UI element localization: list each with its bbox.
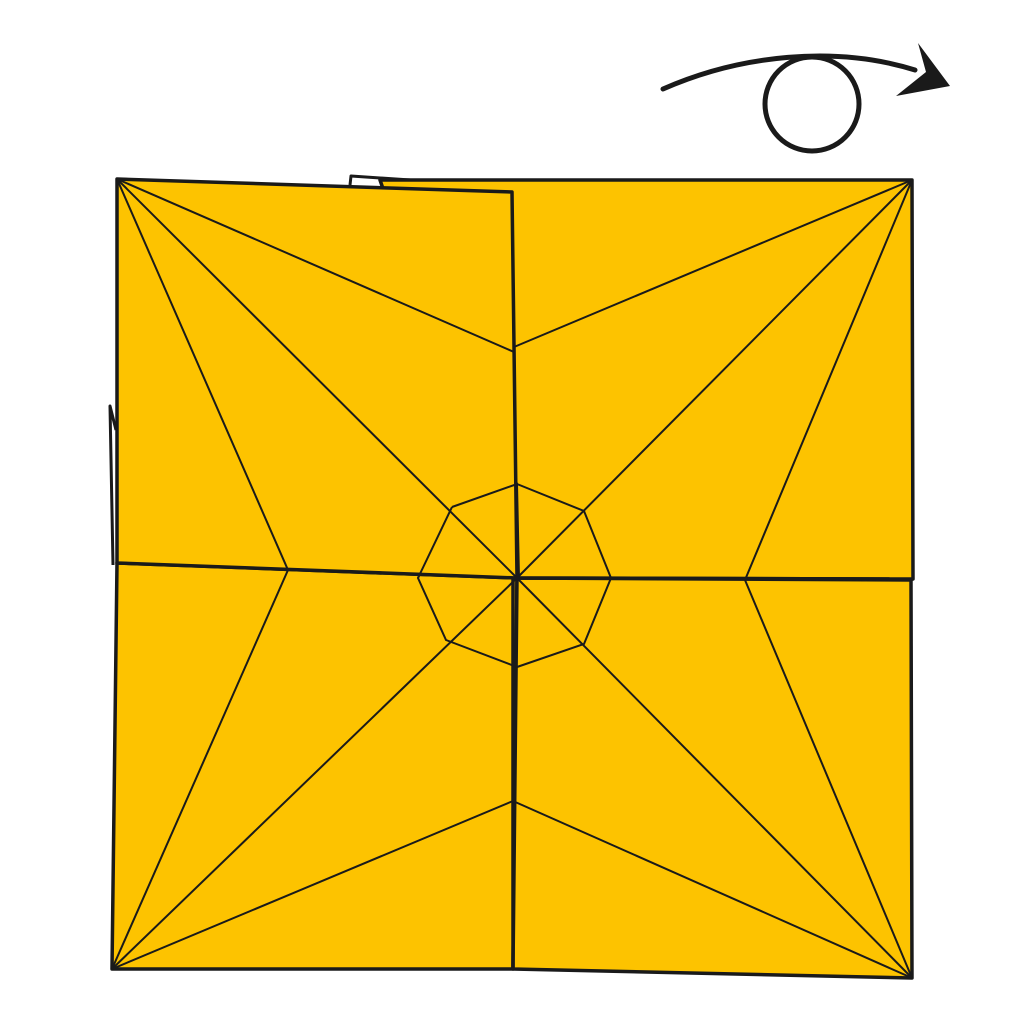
turn-over-arrow-arc <box>660 53 918 92</box>
turn-over-circle-icon <box>762 54 862 154</box>
flap-bottom-left-creases <box>111 569 518 970</box>
flap-top-left <box>115 177 520 580</box>
hidden-edge-left <box>108 404 118 566</box>
flap-bottom-right <box>511 576 914 980</box>
flap-top-right-creases <box>513 179 913 581</box>
flap-bottom-left-paper <box>110 561 519 971</box>
turn-over-symbol <box>660 43 950 154</box>
flap-edges <box>511 576 914 969</box>
flap-top-left-creases <box>116 178 520 579</box>
turn-over-arrowhead-icon <box>896 43 950 96</box>
flap-bottom-left <box>110 561 519 971</box>
